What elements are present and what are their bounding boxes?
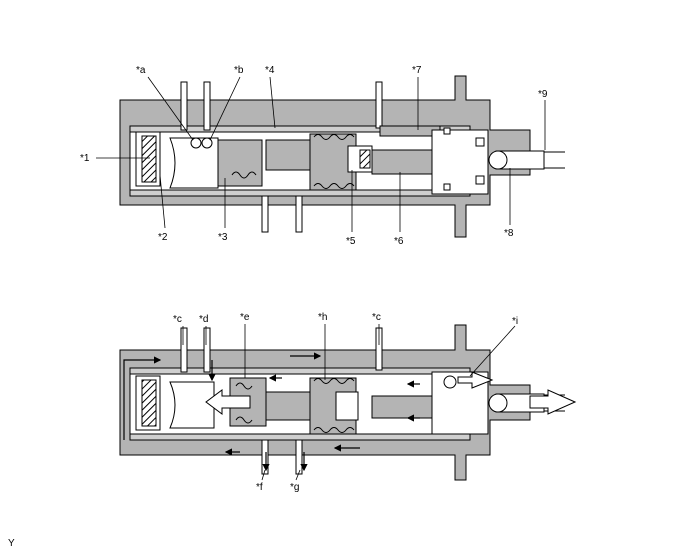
- label-1: *1: [80, 153, 90, 164]
- top-power-piston-6: [371, 149, 433, 175]
- top-port-1: [180, 81, 188, 131]
- label-7: *7: [412, 65, 422, 76]
- label-g: *g: [290, 482, 299, 493]
- flow-arrows: [123, 352, 420, 472]
- label-c2: *c: [372, 312, 381, 323]
- top-assembly: [119, 75, 565, 238]
- label-9: *9: [538, 89, 548, 100]
- bottom-stopper: [141, 379, 157, 427]
- label-5: *5: [346, 236, 356, 247]
- top-port-3: [375, 81, 383, 129]
- bottom-port-f: [261, 439, 269, 475]
- bottom-assembly: [119, 324, 565, 481]
- top-piston-2: [169, 137, 219, 189]
- label-a: *a: [136, 65, 146, 76]
- top-stopper: [141, 135, 157, 183]
- label-c1: *c: [173, 314, 182, 325]
- label-f: *f: [256, 482, 263, 493]
- top-ball-b: [201, 137, 213, 149]
- bottom-port-d: [203, 327, 211, 373]
- label-i: *i: [512, 316, 518, 327]
- small-arrow-i: [457, 371, 494, 389]
- label-4: *4: [265, 65, 275, 76]
- top-port-2: [203, 81, 211, 131]
- bottom-port-c1: [180, 327, 188, 373]
- top-guide: [265, 139, 311, 171]
- top-leaders: [96, 76, 546, 232]
- bottom-leaders: [182, 324, 516, 481]
- label-3: *3: [218, 232, 228, 243]
- bottom-port-g: [295, 439, 303, 475]
- big-arrow-left: [205, 389, 251, 415]
- label-h: *h: [318, 312, 327, 323]
- bottom-piston: [169, 381, 215, 429]
- label-6: *6: [394, 236, 404, 247]
- top-ball-a: [190, 137, 202, 149]
- label-e: *e: [240, 312, 250, 323]
- top-port-4: [261, 195, 269, 233]
- label-b: *b: [234, 65, 244, 76]
- label-d: *d: [199, 314, 208, 325]
- top-port-5: [295, 195, 303, 233]
- figure-id: Y: [8, 538, 15, 549]
- label-8: *8: [504, 228, 514, 239]
- label-2: *2: [158, 232, 168, 243]
- top-labels: *1 *2 *3 *4 *5 *6 *7 *8 *9 *a *b: [80, 65, 548, 247]
- bottom-labels: *c *d *e *h *c *i *f *g: [173, 312, 518, 493]
- big-arrow-right: [529, 389, 577, 415]
